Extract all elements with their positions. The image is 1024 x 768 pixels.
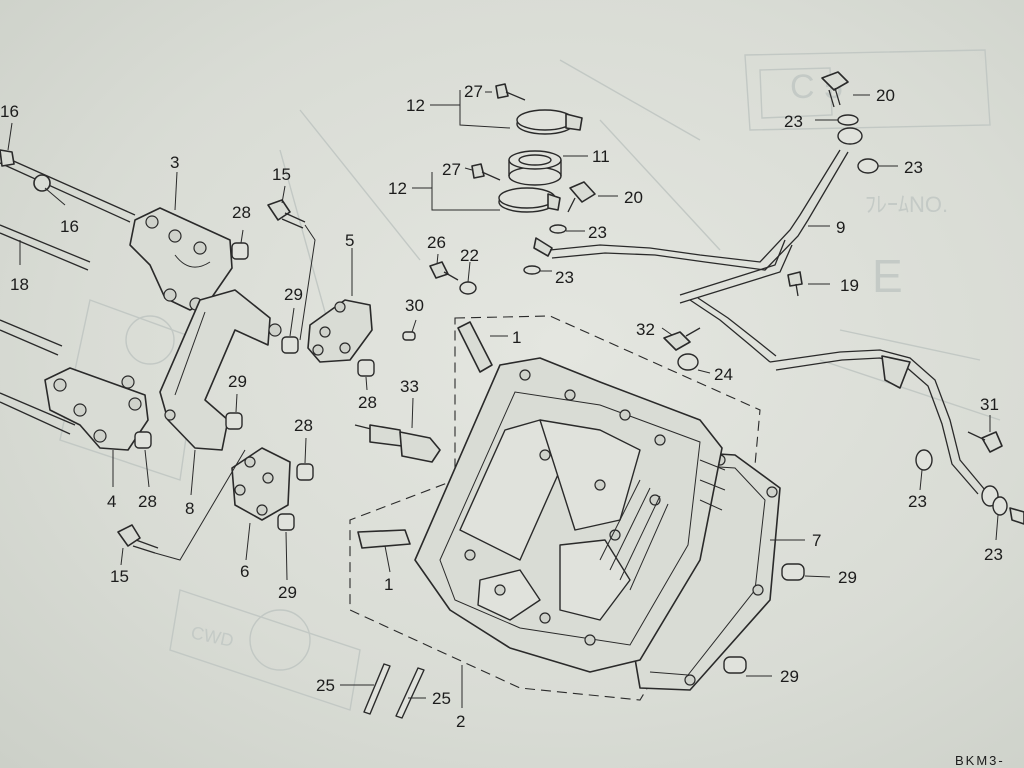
ghost-text-frame-no: ﾌﾚｰﾑNO.	[865, 192, 948, 217]
callout-1-a: 1	[512, 328, 521, 347]
callout-23-f: 23	[984, 545, 1003, 564]
bolt-32	[663, 327, 701, 351]
callout-8: 8	[185, 499, 194, 518]
callout-15-a: 15	[272, 165, 291, 184]
callout-22: 22	[460, 246, 479, 265]
callout-26: 26	[427, 233, 446, 252]
tubes-1	[357, 321, 493, 549]
callout-11: 11	[592, 147, 610, 166]
callout-9: 9	[836, 218, 845, 237]
washer-23-e	[915, 449, 933, 471]
callout-29-d: 29	[838, 568, 857, 587]
bolt-20-left	[567, 181, 596, 213]
callout-19: 19	[840, 276, 859, 295]
callout-23-b: 23	[555, 268, 574, 287]
ghost-text-cwd: CWD	[189, 622, 235, 651]
page-code: BKM3-	[955, 753, 1005, 768]
washer-23-a	[549, 224, 567, 234]
bolts-27	[471, 83, 526, 181]
callout-29-e: 29	[780, 667, 799, 686]
washer-23-d	[857, 158, 879, 174]
leader-lines	[7, 90, 999, 708]
callout-23-a: 23	[588, 223, 607, 242]
callout-20-a: 20	[624, 188, 643, 207]
dowel-pins	[134, 242, 805, 674]
callout-numbers: 16 16 3 18 15 28 29 5 30 28 29 4 28 8 15…	[0, 82, 1003, 731]
washer-23-b	[523, 265, 541, 275]
callout-1-b: 1	[384, 575, 393, 594]
callout-31: 31	[980, 395, 999, 414]
callout-23-d: 23	[904, 158, 923, 177]
callout-18: 18	[10, 275, 29, 294]
ghost-text-e: E	[872, 250, 903, 302]
callout-30: 30	[405, 296, 424, 315]
callout-25-a: 25	[316, 676, 335, 695]
callout-7: 7	[812, 531, 821, 550]
stud-bolts	[0, 149, 136, 435]
callout-3: 3	[170, 153, 179, 172]
washer-24	[677, 353, 699, 371]
callout-6: 6	[240, 562, 249, 581]
callout-28-c: 28	[138, 492, 157, 511]
oil-pipe-9	[549, 127, 986, 495]
callout-5: 5	[345, 231, 354, 250]
callout-16-b: 16	[60, 217, 79, 236]
callout-29-a: 29	[284, 285, 303, 304]
spark-plug-33	[354, 424, 441, 463]
callout-32: 32	[636, 320, 655, 339]
callout-23-e: 23	[908, 492, 927, 511]
callout-25-b: 25	[432, 689, 451, 708]
bolt-19	[787, 271, 803, 297]
callout-27-b: 27	[442, 160, 461, 179]
studs-25	[363, 663, 425, 719]
callout-24: 24	[714, 365, 733, 384]
callout-4: 4	[107, 492, 116, 511]
bolt-31	[967, 431, 1003, 453]
camshaft-holder-4	[44, 367, 149, 451]
washer-22	[459, 281, 477, 295]
callout-29-c: 29	[278, 583, 297, 602]
insulator-11	[508, 150, 562, 186]
callout-28-b: 28	[358, 393, 377, 412]
camshaft-holder-6	[231, 447, 291, 521]
oil-pipe-end	[533, 237, 553, 257]
callout-28-d: 28	[294, 416, 313, 435]
cylinder-head-group-outline	[349, 315, 761, 701]
cylinder-head-2	[414, 357, 726, 673]
washer-23-g	[992, 496, 1008, 516]
callout-27-a: 27	[464, 82, 483, 101]
callout-23-c: 23	[784, 112, 803, 131]
bolts-15	[117, 199, 306, 554]
camshaft-holder-3	[129, 207, 233, 311]
bolt-edge	[1009, 507, 1024, 525]
callout-12-b: 12	[388, 179, 407, 198]
callout-28-a: 28	[232, 203, 251, 222]
callout-12-a: 12	[406, 96, 425, 115]
callout-20-b: 20	[876, 86, 895, 105]
camshaft-holder-5	[307, 299, 373, 363]
callout-33: 33	[400, 377, 419, 396]
callout-2: 2	[456, 712, 465, 731]
callout-16-a: 16	[0, 102, 19, 121]
callout-15-b: 15	[110, 567, 129, 586]
washer-23-c	[837, 114, 859, 126]
bracket-8	[159, 289, 282, 451]
bolt-20-right	[821, 71, 849, 108]
bolt-26	[429, 261, 459, 281]
callout-29-b: 29	[228, 372, 247, 391]
pin-30	[402, 331, 416, 341]
intake-bands-12	[498, 109, 583, 213]
